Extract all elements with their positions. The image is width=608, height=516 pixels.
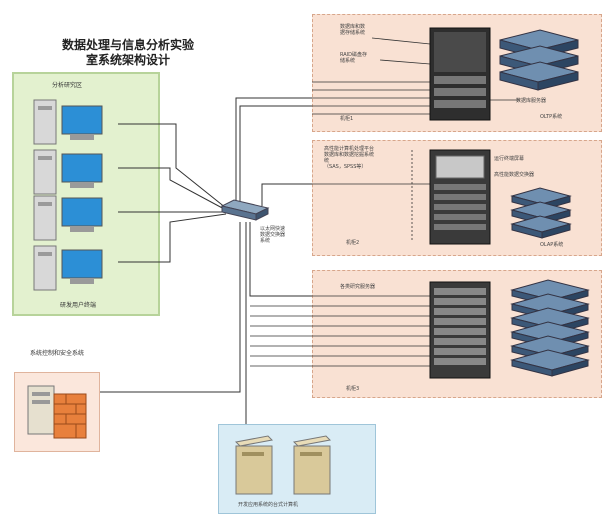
rack-2-cabinet — [429, 149, 491, 245]
dev-computers-label: 开发应用系统的台式计算机 — [238, 502, 299, 508]
rack-1-label-mid-2: 储系统 — [340, 58, 356, 64]
rack-1-label-top: 数据库和数 — [340, 24, 366, 30]
rack-1-label-top-2: 据存储系统 — [340, 30, 366, 36]
switch-label-line-3: 系统 — [260, 238, 271, 244]
page-title: 数据处理与信息分析实验 室系统架构设计 — [28, 38, 228, 68]
dev-tower-1 — [234, 435, 274, 495]
rack-2-label-top-3: 统 — [324, 158, 330, 164]
rack-2-screen-label: 运行终端屏幕 — [494, 156, 525, 162]
desktop-computer-4 — [33, 245, 103, 291]
switch-label: 以太网快速 数据交换器 系统 — [260, 226, 285, 244]
olap-servers — [510, 187, 572, 239]
switch-label-line-2: 数据交换器 — [260, 232, 286, 238]
security-label: 系统控制和安全系统 — [30, 350, 85, 357]
rack-1-label-mid: RAID磁盘存 — [340, 52, 368, 58]
rack-1-cabinet — [429, 27, 491, 121]
rack-3-cabinet — [429, 281, 491, 379]
rack-2-room-label: 机柜2 — [346, 240, 360, 246]
research-area-label: 分析研究区 — [52, 82, 83, 89]
rack-3-room-label: 机柜3 — [346, 386, 360, 392]
dev-tower-2 — [292, 435, 332, 495]
rack-2-system-label: OLAP系统 — [540, 242, 564, 248]
rack-1-room-label: 机柜1 — [340, 116, 354, 122]
rack-2-switch-label: 高性能数据交换器 — [494, 172, 535, 178]
title-line-2: 室系统架构设计 — [85, 53, 170, 67]
rack-1-raid-label: RAID磁盘存 储系统 — [340, 52, 367, 64]
rack-2-label-sub: （SAS，SPSS等） — [324, 164, 367, 170]
rack-1-lines — [312, 37, 520, 115]
switch-label-line-1: 以太网快速 — [260, 226, 286, 232]
rack-2-platform-label: 高性能计算机处理平台 数据库和数据挖掘系统 统 （SAS，SPSS等） — [324, 146, 374, 170]
desktop-computer-3 — [33, 195, 103, 241]
research-area-footer: 研发用户终端 — [60, 302, 97, 309]
oltp-servers — [499, 29, 579, 91]
desktop-connections — [100, 97, 312, 424]
desktop-computer-1 — [33, 99, 103, 145]
rack-1-system-label: OLTP系统 — [540, 114, 563, 120]
desktop-computer-2 — [33, 149, 103, 195]
rack-1-db-server-label: 数据库服务器 — [516, 98, 547, 104]
research-servers-stack — [510, 279, 590, 377]
ethernet-switch — [220, 199, 270, 221]
rack-1-storage-label: 数据库和数 据存储系统 — [340, 24, 365, 36]
rack-2-label-top-2: 数据库和数据挖掘系统 — [324, 152, 375, 158]
title-line-1: 数据处理与信息分析实验 — [61, 38, 194, 52]
rack-3-lines — [250, 295, 430, 367]
rack-3-servers-label-text: 各类研究服务器 — [340, 284, 376, 290]
firewall-server-icon — [27, 385, 87, 439]
rack-2-label-top: 高性能计算机处理平台 — [324, 146, 375, 152]
